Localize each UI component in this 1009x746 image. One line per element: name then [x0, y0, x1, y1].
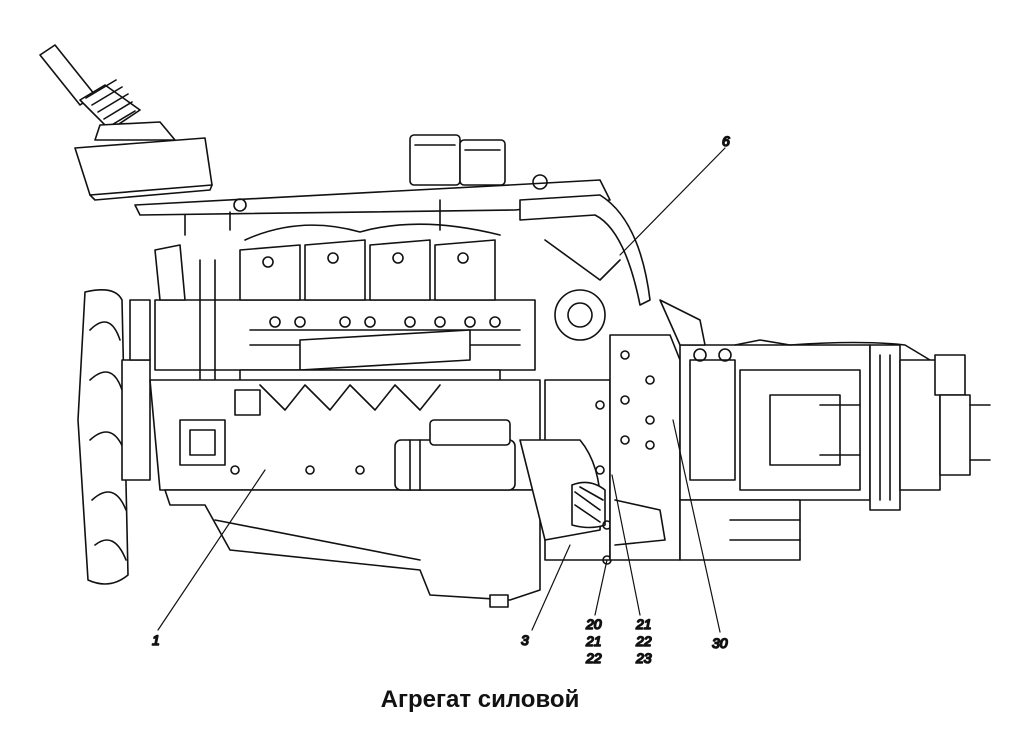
callout-21-b: 21 [635, 616, 652, 632]
leader-line-20 [594, 559, 608, 616]
callout-23: 23 [635, 650, 652, 666]
callout-30: 30 [712, 635, 728, 651]
callout-20: 20 [585, 616, 602, 632]
leader-lines [157, 147, 726, 633]
starter [394, 419, 516, 491]
callout-22-b: 22 [635, 633, 652, 649]
turbocharger [519, 194, 651, 341]
gearbox-output [869, 344, 991, 511]
callout-22-a: 22 [585, 650, 602, 666]
leader-line-3 [531, 544, 571, 631]
leader-line-21 [611, 474, 641, 616]
oil-pan [164, 489, 541, 608]
callout-21-a: 21 [585, 633, 602, 649]
callout-3: 3 [521, 632, 529, 648]
diagram-caption: Агрегат силовой [380, 686, 580, 713]
leader-line-6 [619, 147, 726, 256]
expansion-tanks [409, 134, 506, 186]
leader-line-30 [672, 419, 721, 633]
callout-6: 6 [722, 133, 730, 149]
gear-shift-lever [39, 44, 213, 201]
callout-1: 1 [152, 632, 160, 648]
cooling-fan [77, 289, 151, 585]
gearbox-housing [609, 334, 681, 561]
gearbox [659, 299, 931, 561]
leader-line-1 [157, 469, 266, 631]
